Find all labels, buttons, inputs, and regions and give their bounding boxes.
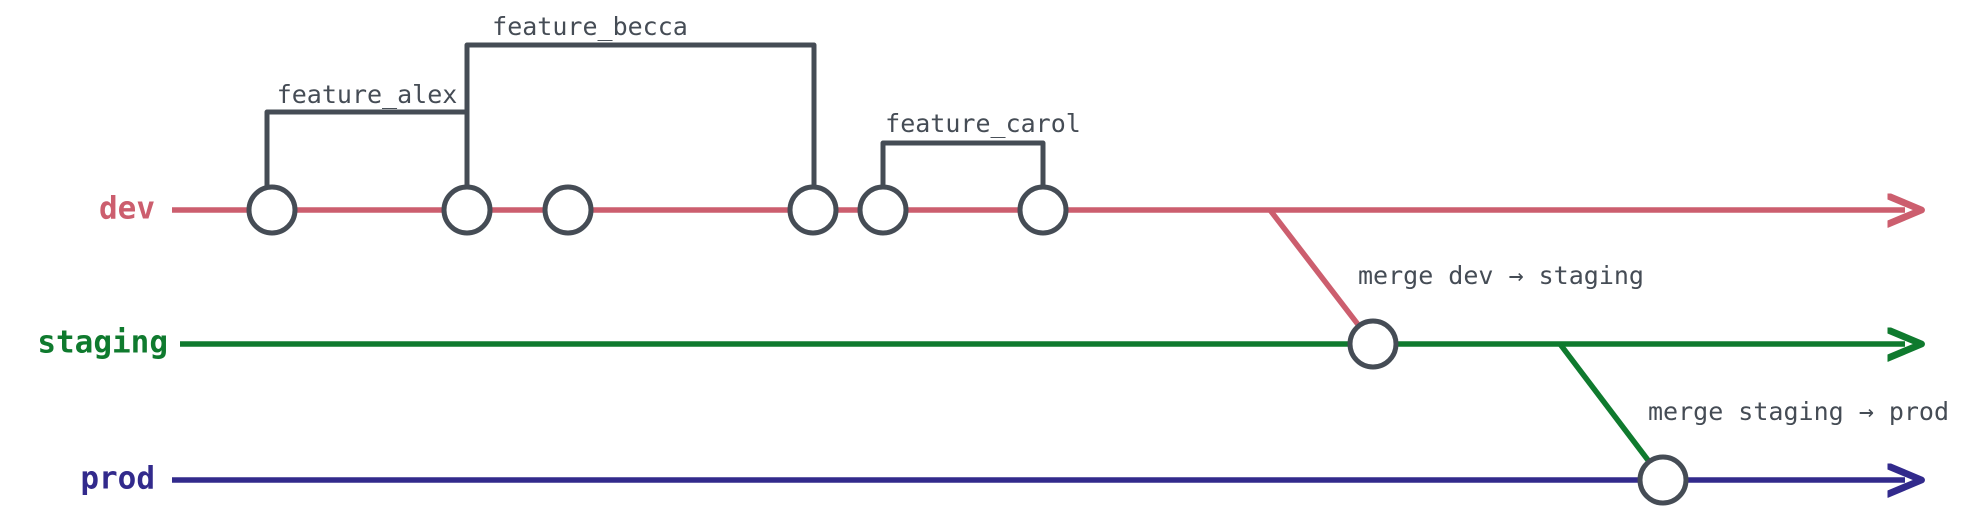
merge-label-merge-staging-prod: merge staging → prod <box>1648 397 1949 426</box>
feature-label-feature_carol: feature_carol <box>885 109 1081 138</box>
feature-label-feature_becca: feature_becca <box>492 12 688 41</box>
commit-nodes-group <box>246 184 1689 506</box>
branch-label-dev: dev <box>99 191 155 227</box>
merge-line-merge-staging-prod <box>1557 342 1666 482</box>
commit-node[interactable] <box>787 184 839 236</box>
commit-node[interactable] <box>1347 318 1399 370</box>
merge-lines-group <box>1267 208 1666 482</box>
feature-bracket-feature_becca <box>464 42 817 213</box>
commit-node[interactable] <box>542 184 594 236</box>
commit-node[interactable] <box>857 184 909 236</box>
feature-bracket-feature_carol <box>880 140 1046 213</box>
feature-label-feature_alex: feature_alex <box>277 80 458 109</box>
merge-line-merge-dev-staging <box>1267 208 1376 346</box>
commit-node[interactable] <box>1637 454 1689 506</box>
commit-node[interactable] <box>1017 184 1069 236</box>
branch-label-staging: staging <box>37 325 168 361</box>
branch-lines-group <box>172 210 1905 480</box>
text-layer-group: dev staging prod feature_alex feature_beccaf… <box>37 12 1949 497</box>
commit-node[interactable] <box>246 184 298 236</box>
feature-bracket-feature_alex <box>264 109 470 213</box>
branch-label-prod: prod <box>80 461 155 497</box>
merge-label-merge-dev-staging: merge dev → staging <box>1358 261 1644 290</box>
feature-brackets-group <box>264 42 1046 213</box>
commit-node[interactable] <box>441 184 493 236</box>
